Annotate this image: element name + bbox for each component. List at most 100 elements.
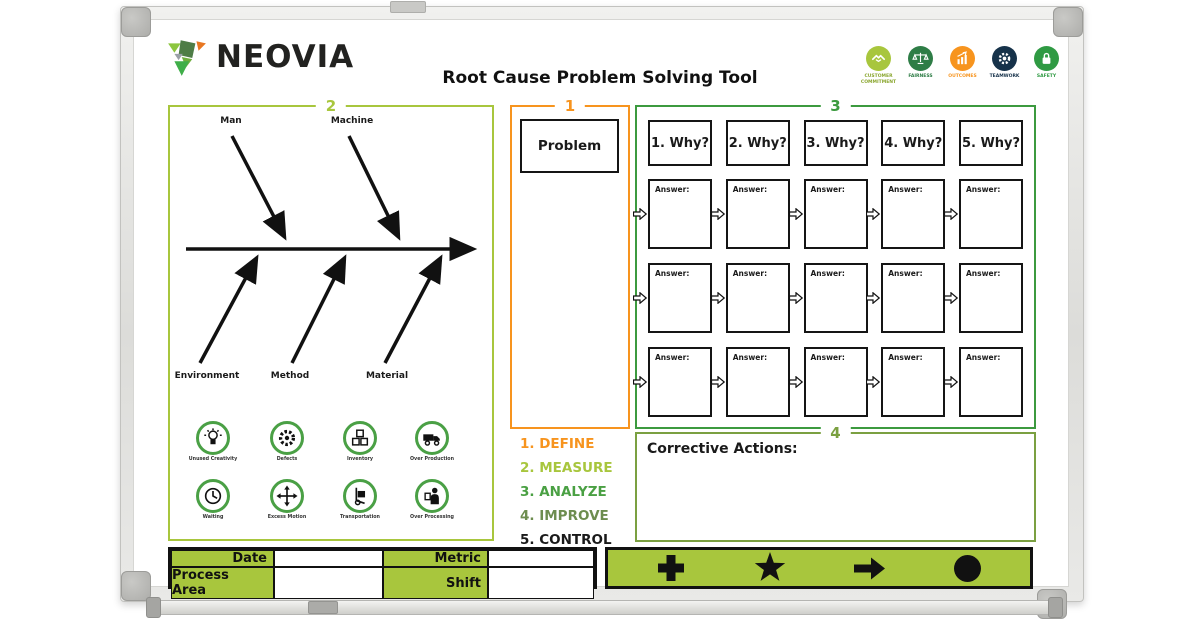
answer-row: Answer: Answer: Answer: Answer: Answer: — [633, 347, 1034, 417]
neovia-logo-mark — [168, 40, 206, 76]
cause-label-man: Man — [220, 116, 242, 126]
section-number: 3 — [820, 97, 851, 115]
waste-over-processing: Over Processing — [397, 479, 467, 520]
lightbulb-icon — [196, 421, 230, 455]
answer-box[interactable]: Answer: — [959, 179, 1023, 249]
cause-label-environment: Environment — [174, 371, 240, 381]
flow-arrow-icon — [788, 376, 803, 388]
tray-end-cap — [146, 597, 161, 618]
why-header: 1. Why? — [648, 120, 712, 166]
section-number: 1 — [554, 97, 586, 115]
problem-box[interactable]: Problem — [520, 119, 619, 173]
corrective-actions-label: Corrective Actions: — [647, 441, 798, 457]
shift-field[interactable] — [488, 567, 594, 599]
frame-corner — [121, 571, 151, 601]
gear-icon — [270, 421, 304, 455]
tray-clip — [308, 601, 338, 614]
page-title: Root Cause Problem Solving Tool — [442, 68, 758, 88]
handshake-icon — [866, 46, 891, 71]
section-problem: 1 Problem — [510, 97, 630, 429]
marker-tray — [150, 600, 1058, 615]
answer-box[interactable]: Answer: — [959, 263, 1023, 333]
flow-arrow-icon — [710, 292, 725, 304]
logo-wordmark: NEOVIA — [216, 39, 355, 75]
fishbone-diagram — [186, 135, 478, 364]
answer-box[interactable]: Answer: — [725, 263, 790, 333]
answer-row: Answer: Answer: Answer: Answer: Answer: — [633, 263, 1034, 333]
neovia-logo: NEOVIA — [166, 36, 354, 78]
why-header: 3. Why? — [803, 120, 868, 166]
waste-unused-creativity: Unused Creativity — [178, 421, 248, 462]
step-improve: 4. IMPROVE — [520, 508, 609, 524]
value-fairness: FAIRNESS — [904, 46, 937, 85]
date-field[interactable] — [274, 550, 383, 567]
process-area-field[interactable] — [274, 567, 383, 599]
frame-corner — [1053, 7, 1083, 37]
why-header: 5. Why? — [959, 120, 1023, 166]
flow-arrow-icon — [633, 376, 647, 388]
footer-info-table: Date Metric Process Area Shift — [168, 547, 597, 599]
why-header-row: 1. Why? 2. Why? 3. Why? 4. Why? 5. Why? — [637, 120, 1034, 166]
answer-box[interactable]: Answer: — [803, 263, 868, 333]
answer-box[interactable]: Answer: — [725, 179, 790, 249]
answer-box[interactable]: Answer: — [803, 179, 868, 249]
flow-arrow-icon — [710, 376, 725, 388]
value-outcomes: OUTCOMES — [946, 46, 979, 85]
answer-box[interactable]: Answer: — [803, 347, 868, 417]
answer-box[interactable]: Answer: — [648, 263, 712, 333]
why-header: 2. Why? — [725, 120, 790, 166]
padlock-icon — [1034, 46, 1059, 71]
flow-arrow-icon — [633, 208, 647, 220]
hand-truck-icon — [343, 479, 377, 513]
person-document-icon — [415, 479, 449, 513]
flow-arrow-icon — [866, 376, 881, 388]
tray-end-cap — [1048, 597, 1063, 618]
waste-defects: Defects — [252, 421, 322, 462]
metric-label: Metric — [383, 550, 488, 567]
company-values: CUSTOMER COMMITMENT FAIRNESS OUTCOMES TE… — [861, 46, 1063, 85]
answer-box[interactable]: Answer: — [648, 347, 712, 417]
flow-arrow-icon — [866, 292, 881, 304]
star-icon — [754, 552, 786, 581]
process-area-label: Process Area — [171, 567, 274, 599]
growth-chart-icon — [950, 46, 975, 71]
step-measure: 2. MEASURE — [520, 460, 613, 476]
value-teamwork: TEAMWORK — [988, 46, 1021, 85]
step-define: 1. DEFINE — [520, 436, 595, 452]
answer-box[interactable]: Answer: — [959, 347, 1023, 417]
gear-icon — [992, 46, 1017, 71]
mounting-bracket — [390, 1, 426, 13]
scales-icon — [908, 46, 933, 71]
boxes-icon — [343, 421, 377, 455]
circle-icon — [954, 554, 982, 582]
answer-box[interactable]: Answer: — [881, 347, 946, 417]
answer-box[interactable]: Answer: — [881, 263, 946, 333]
answer-box[interactable]: Answer: — [648, 179, 712, 249]
metric-field[interactable] — [488, 550, 594, 567]
shift-label: Shift — [383, 567, 488, 599]
step-analyze: 3. ANALYZE — [520, 484, 607, 500]
flow-arrow-icon — [788, 208, 803, 220]
frame-corner — [121, 7, 151, 37]
date-label: Date — [171, 550, 274, 567]
value-customer-commitment: CUSTOMER COMMITMENT — [861, 46, 896, 85]
cause-label-material: Material — [365, 371, 409, 381]
answer-row: Answer: Answer: Answer: Answer: Answer: — [633, 179, 1034, 249]
section-corrective-actions[interactable]: 4 Corrective Actions: — [635, 424, 1036, 542]
plus-icon — [657, 555, 684, 581]
flow-arrow-icon — [944, 208, 958, 220]
answer-box[interactable]: Answer: — [725, 347, 790, 417]
waste-inventory: Inventory — [325, 421, 395, 462]
waste-over-production: Over Production — [397, 421, 467, 462]
arrow-icon — [854, 557, 886, 579]
why-header: 4. Why? — [881, 120, 946, 166]
flow-arrow-icon — [633, 292, 647, 304]
truck-icon — [415, 421, 449, 455]
flow-arrow-icon — [944, 376, 958, 388]
section-number: 2 — [315, 97, 347, 115]
dmaic-steps: 1. DEFINE 2. MEASURE 3. ANALYZE 4. IMPRO… — [520, 436, 613, 548]
step-control: 5. CONTROL — [520, 532, 612, 548]
answer-box[interactable]: Answer: — [881, 179, 946, 249]
waste-waiting: Waiting — [178, 479, 248, 520]
